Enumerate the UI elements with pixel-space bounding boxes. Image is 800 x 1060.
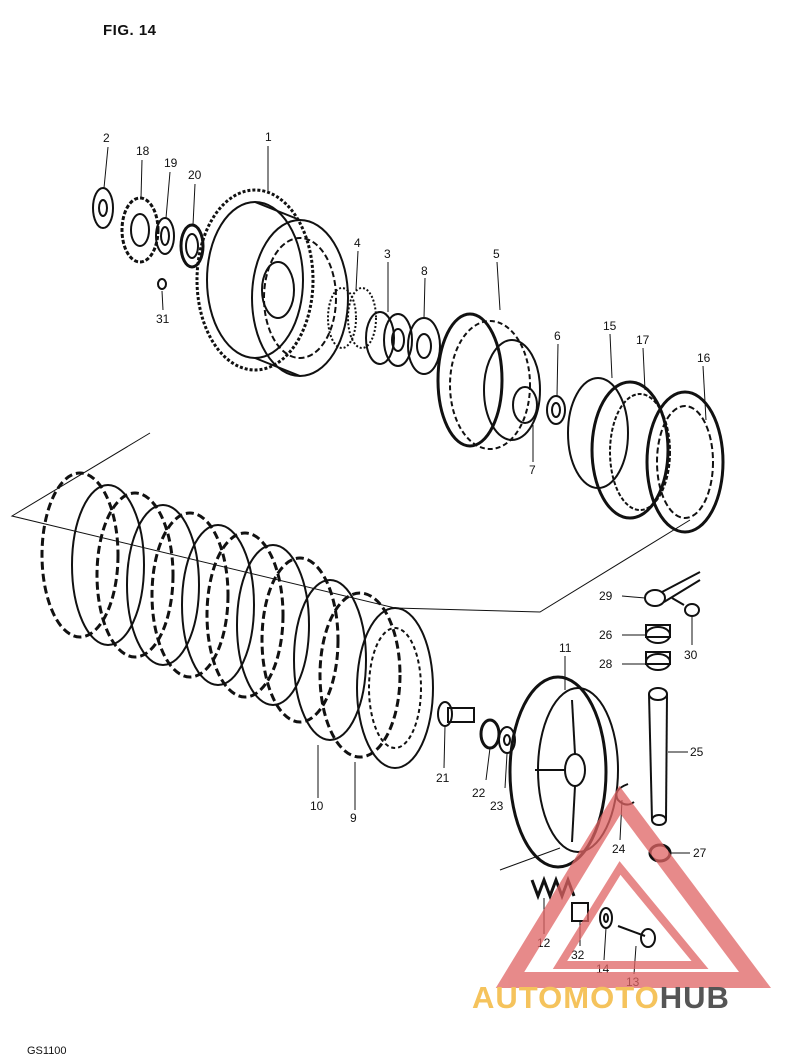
callout-21: 21: [436, 771, 450, 785]
callout-16: 16: [697, 351, 711, 365]
part-clutch-hub-5: [436, 312, 541, 450]
callout-32: 32: [571, 948, 585, 962]
part-sprocket-18: [120, 196, 160, 264]
callout-6: 6: [554, 329, 561, 343]
part-washer-14: [599, 907, 613, 929]
part-bushing-26: [645, 624, 671, 644]
callout-22: 22: [472, 786, 486, 800]
part-release-shaft-25: [648, 687, 668, 826]
callout-3: 3: [384, 247, 391, 261]
callout-28: 28: [599, 657, 613, 671]
callout-17: 17: [636, 333, 650, 347]
callout-25: 25: [690, 745, 704, 759]
callout-30: 30: [684, 648, 698, 662]
part-clutch-plate-stack: [40, 471, 434, 769]
watermark-text-part2: HUB: [659, 980, 730, 1015]
callout-9: 9: [350, 811, 357, 825]
part-nut-6: [546, 395, 566, 425]
part-plate-16: [645, 390, 725, 534]
callout-26: 26: [599, 628, 613, 642]
figure-title: FIG. 14: [103, 22, 157, 39]
callout-15: 15: [603, 319, 617, 333]
part-pressure-plate-11: [508, 675, 619, 869]
callout-7: 7: [529, 463, 536, 477]
part-release-arm-29: [644, 571, 701, 607]
callout-20: 20: [188, 168, 202, 182]
group-outline-plates: [10, 432, 691, 613]
part-pin-31: [157, 278, 167, 290]
part-bolt-30: [671, 597, 700, 617]
callout-27: 27: [693, 846, 707, 860]
callout-24: 24: [612, 842, 626, 856]
part-washer-2: [92, 187, 114, 229]
part-bearing-22: [479, 718, 501, 750]
part-bearing-21: [437, 701, 475, 727]
callout-23: 23: [490, 799, 504, 813]
part-bearing-20: [179, 223, 205, 269]
part-collar-32: [571, 902, 589, 922]
part-clutch-housing-1: [195, 188, 349, 377]
part-needle-bearing-4: [327, 287, 377, 349]
callout-29: 29: [599, 589, 613, 603]
model-code: GS1100: [27, 1045, 67, 1057]
callout-1: 1: [265, 130, 272, 144]
part-sleeve-3: [365, 311, 413, 367]
watermark-logo-icon: [495, 785, 771, 988]
watermark-text: AUTOMOTOHUB: [472, 980, 730, 1016]
part-bushing-28: [645, 651, 671, 671]
part-thrust-washer-8: [407, 317, 441, 375]
group-outline-bottom: [499, 847, 561, 871]
callout-5: 5: [493, 247, 500, 261]
watermark-text-part1: AUTOMOTO: [472, 980, 660, 1015]
callout-10: 10: [310, 799, 324, 813]
callout-19: 19: [164, 156, 178, 170]
callout-18: 18: [136, 144, 150, 158]
part-plate-17: [590, 380, 671, 520]
part-circlip-15: [567, 377, 629, 489]
callout-31: 31: [156, 312, 170, 326]
callout-11: 11: [559, 641, 572, 655]
callout-2: 2: [103, 131, 110, 145]
part-washer-23: [498, 726, 516, 754]
callout-4: 4: [354, 236, 361, 250]
callout-8: 8: [421, 264, 428, 278]
part-bolt-13: [617, 925, 656, 948]
part-spacer-19: [155, 217, 175, 255]
